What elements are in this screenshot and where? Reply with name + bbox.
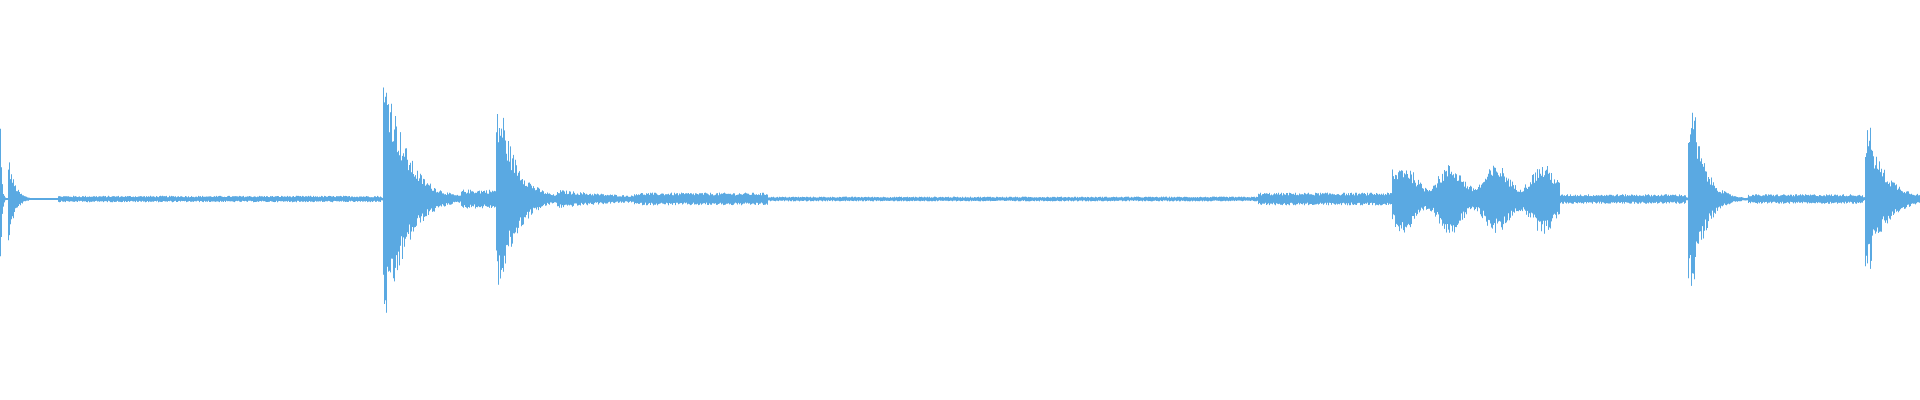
- waveform-bars: [0, 87, 1920, 313]
